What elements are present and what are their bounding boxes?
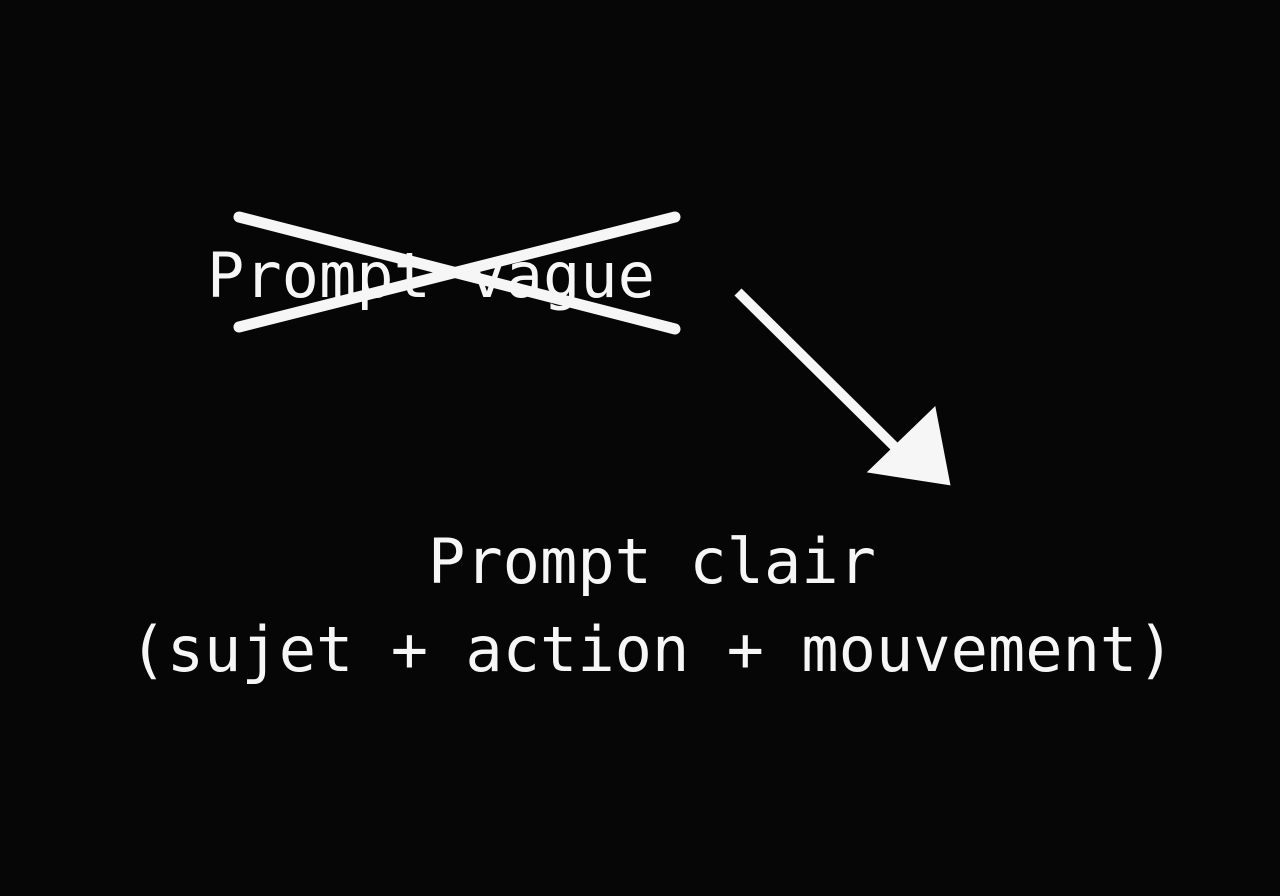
vague-prompt-label: Prompt vague — [207, 239, 655, 312]
clair-prompt-block: Prompt clair (sujet + action + mouvement… — [12, 518, 1280, 694]
arrow-down-right-icon — [734, 288, 951, 486]
clair-prompt-formula: (sujet + action + mouvement) — [129, 613, 1175, 686]
clair-prompt-title: Prompt clair — [428, 525, 876, 598]
